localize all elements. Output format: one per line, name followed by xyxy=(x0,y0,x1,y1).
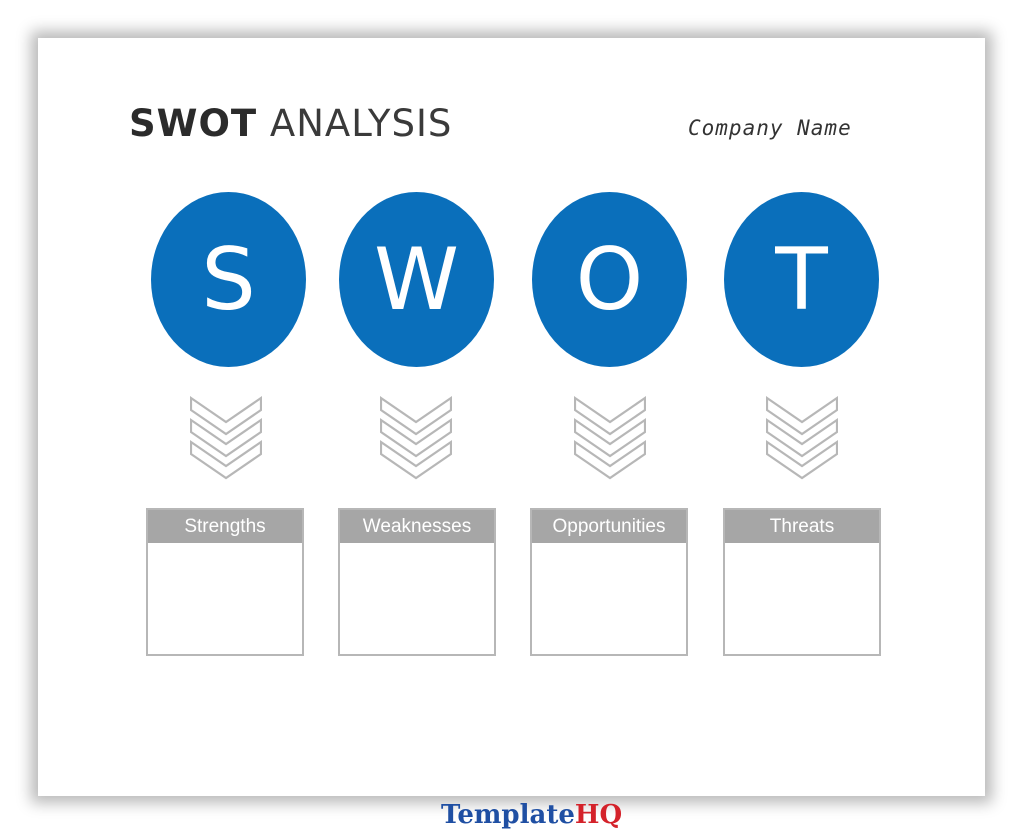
page-title: SWOT ANALYSIS xyxy=(129,102,452,146)
title-analysis: ANALYSIS xyxy=(269,102,453,145)
circle-weaknesses: W xyxy=(339,192,494,367)
box-header-threats: Threats xyxy=(725,510,879,543)
logo-part-hq: HQ xyxy=(574,800,623,830)
box-header-strengths: Strengths xyxy=(148,510,302,543)
company-name: Company Name xyxy=(688,116,852,140)
letter-w: W xyxy=(373,229,460,330)
box-header-weaknesses: Weaknesses xyxy=(340,510,494,543)
logo-part-template: Template xyxy=(441,800,575,830)
box-weaknesses: Weaknesses xyxy=(338,508,496,656)
box-opportunities: Opportunities xyxy=(530,508,688,656)
box-strengths: Strengths xyxy=(146,508,304,656)
letter-s: S xyxy=(201,229,256,330)
templatehq-logo: TemplateHQ xyxy=(441,800,622,830)
swot-sheet xyxy=(38,38,985,796)
circle-strengths: S xyxy=(151,192,306,367)
circle-opportunities: O xyxy=(532,192,687,367)
box-threats: Threats xyxy=(723,508,881,656)
chevron-down-icon xyxy=(766,396,838,480)
letter-o: O xyxy=(575,229,644,330)
chevron-down-icon xyxy=(190,396,262,480)
chevron-down-icon xyxy=(574,396,646,480)
chevron-down-icon xyxy=(380,396,452,480)
circle-threats: T xyxy=(724,192,879,367)
letter-t: T xyxy=(775,229,828,330)
box-header-opportunities: Opportunities xyxy=(532,510,686,543)
title-swot: SWOT xyxy=(129,102,258,145)
